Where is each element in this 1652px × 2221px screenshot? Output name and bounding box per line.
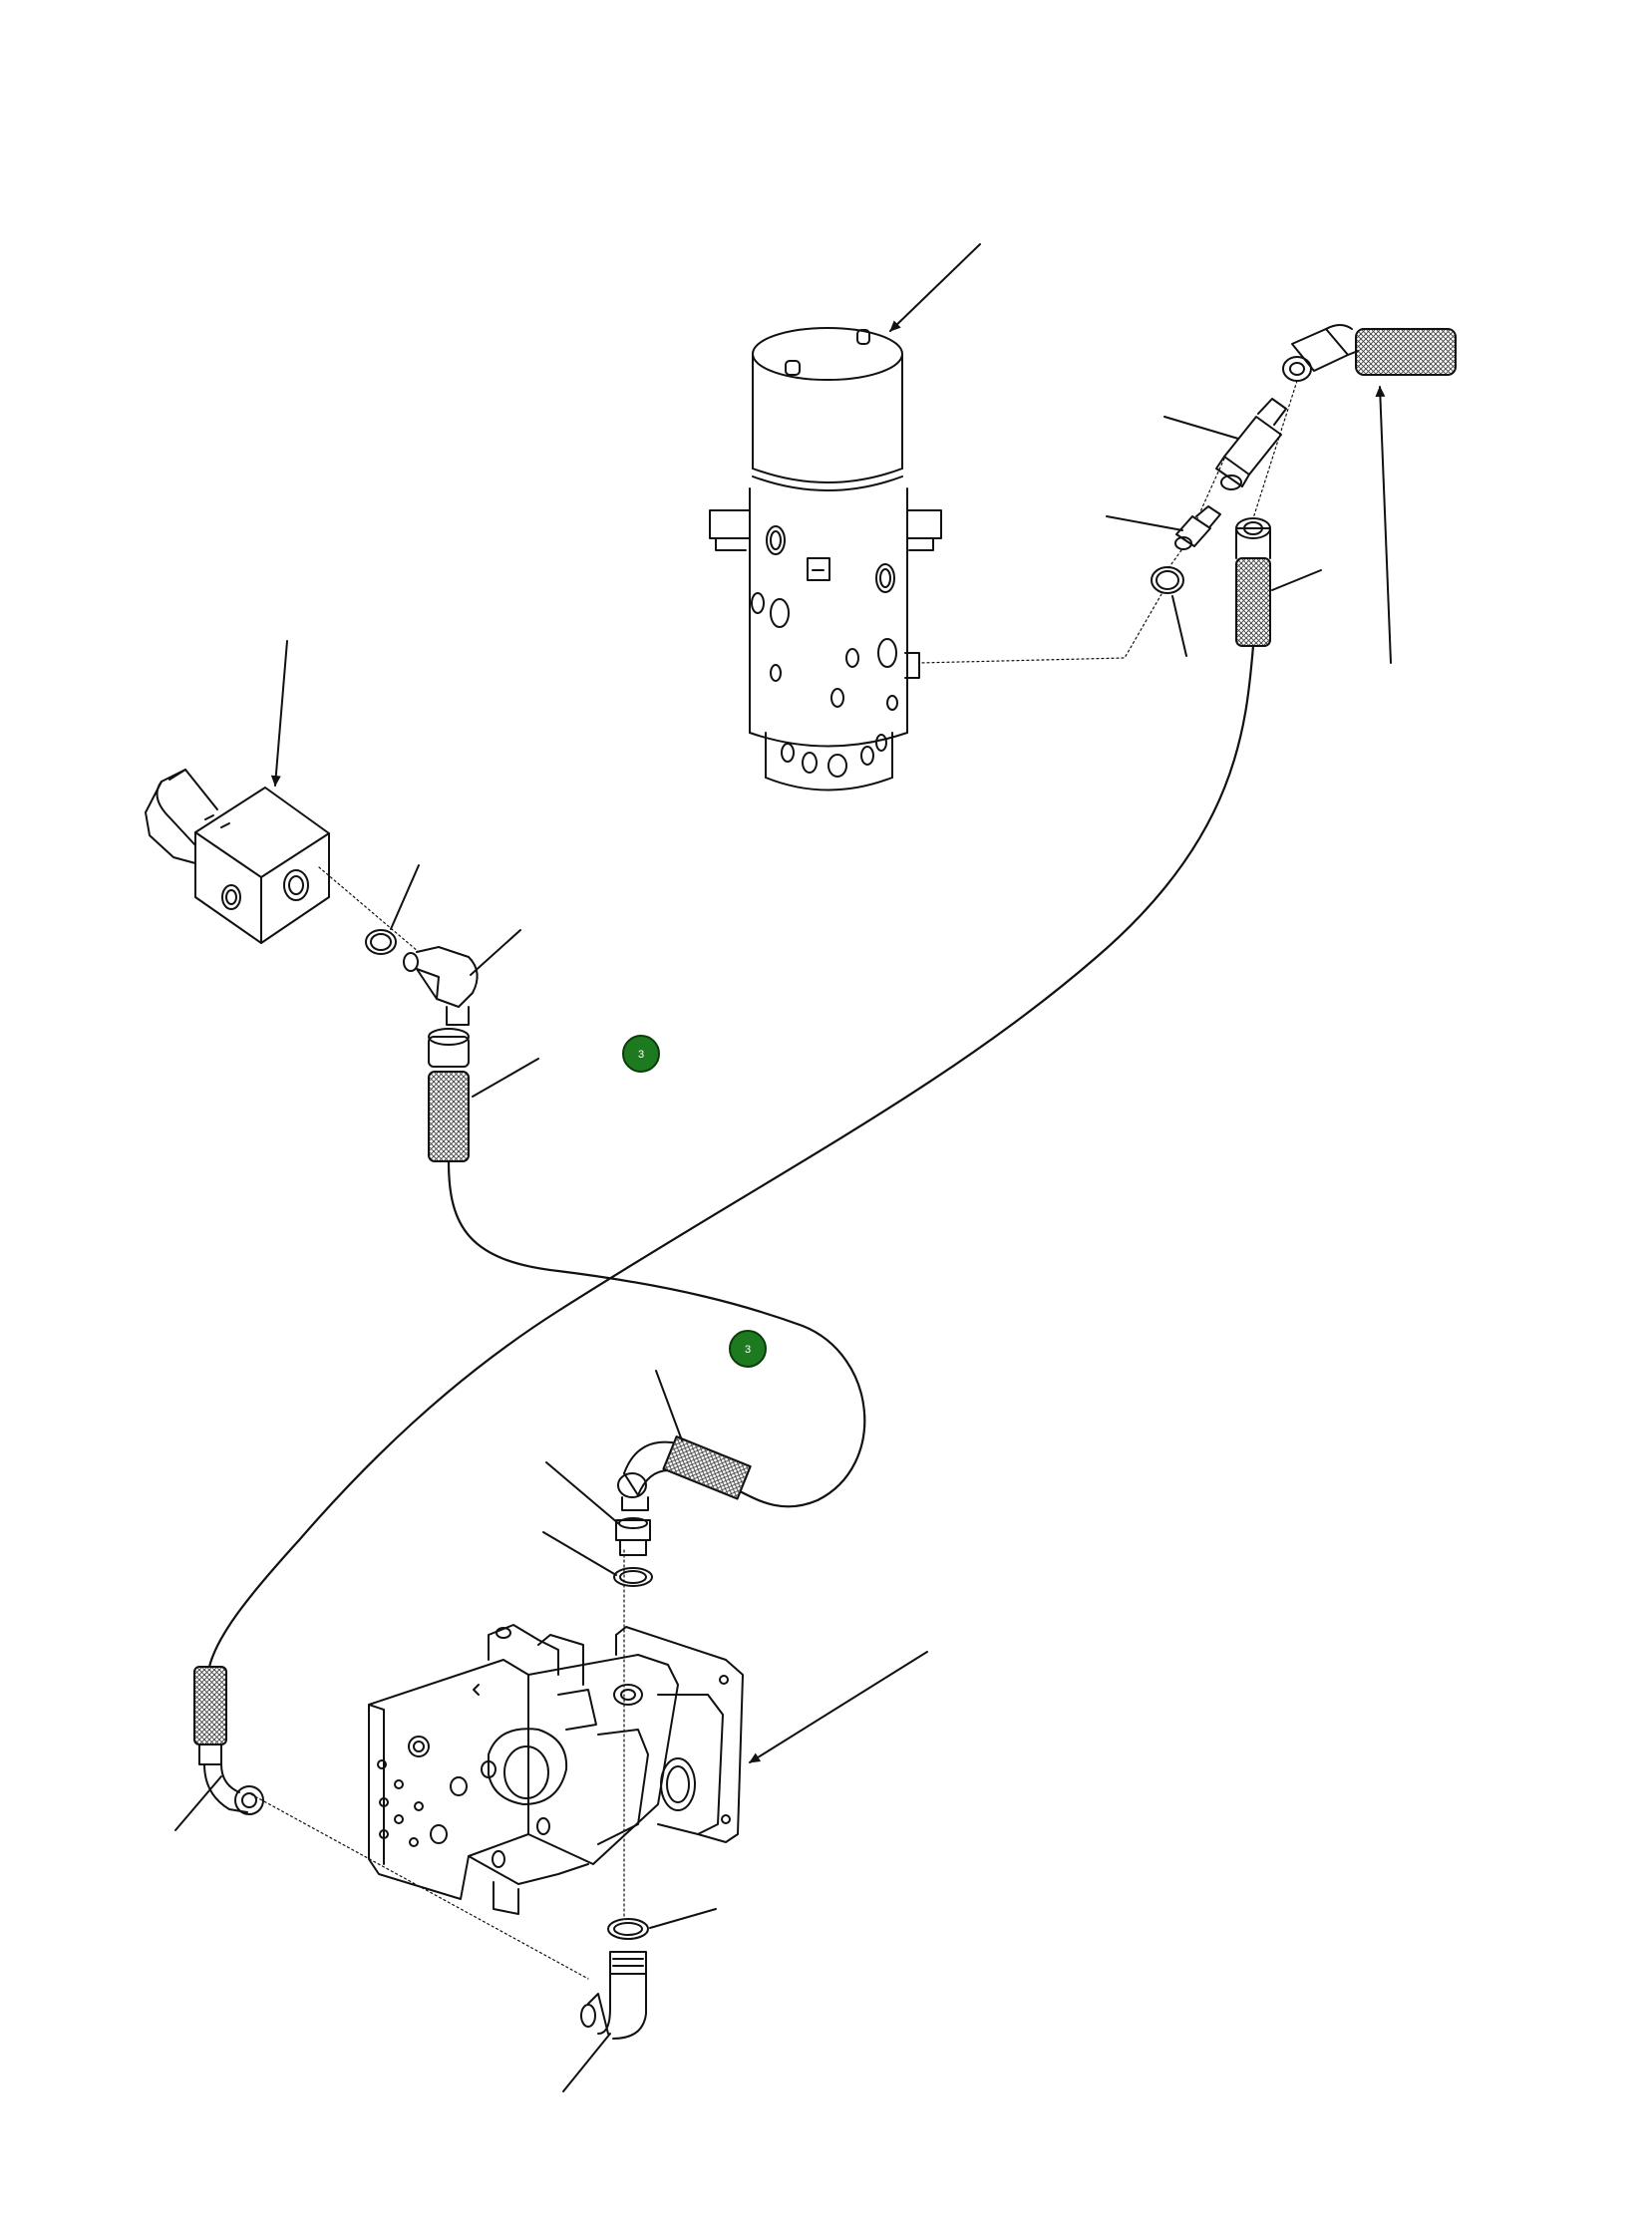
- leader-valve: [270, 640, 288, 787]
- centerlines: [250, 380, 1298, 1980]
- leader-oring-top: [1171, 595, 1187, 657]
- hose-b: [447, 1159, 866, 1508]
- fittings-bottom: [193, 1666, 649, 2040]
- leader-oring-mid: [542, 1531, 617, 1576]
- leader-hose-end-top-right: [1375, 386, 1392, 664]
- fittings-pump-top: [613, 1435, 752, 1587]
- leader-oring-left: [390, 864, 420, 930]
- fittings-top-right: [1151, 324, 1457, 647]
- hydraulic-pump: [368, 1624, 744, 1915]
- callout-1[interactable]: 3: [622, 1035, 660, 1073]
- swivel-manifold: [709, 327, 942, 792]
- control-valve-block: [145, 769, 330, 944]
- callout-2[interactable]: 3: [729, 1330, 767, 1368]
- fittings-left: [365, 929, 479, 1162]
- leader-nipple: [1106, 515, 1183, 531]
- leader-adapter: [1163, 416, 1239, 440]
- callout-2-label: 3: [745, 1344, 751, 1356]
- callout-2-dot[interactable]: [729, 1330, 767, 1368]
- callout-1-dot[interactable]: [622, 1035, 660, 1073]
- leader-nipple-mid: [545, 1461, 619, 1524]
- hose-a: [207, 644, 1255, 1669]
- leader-pump: [749, 1651, 928, 1763]
- leader-hose-top: [1271, 569, 1322, 591]
- leader-elbow-bottom-left: [174, 1775, 222, 1831]
- leader-elbow-bottom: [562, 2033, 611, 2092]
- leader-elbow-left: [470, 929, 521, 976]
- leader-manifold: [889, 243, 981, 332]
- callout-1-label: 3: [638, 1049, 644, 1061]
- leader-hose-left: [472, 1058, 539, 1098]
- leader-oring-bottom: [649, 1908, 717, 1929]
- leader-elbow-mid: [655, 1370, 683, 1441]
